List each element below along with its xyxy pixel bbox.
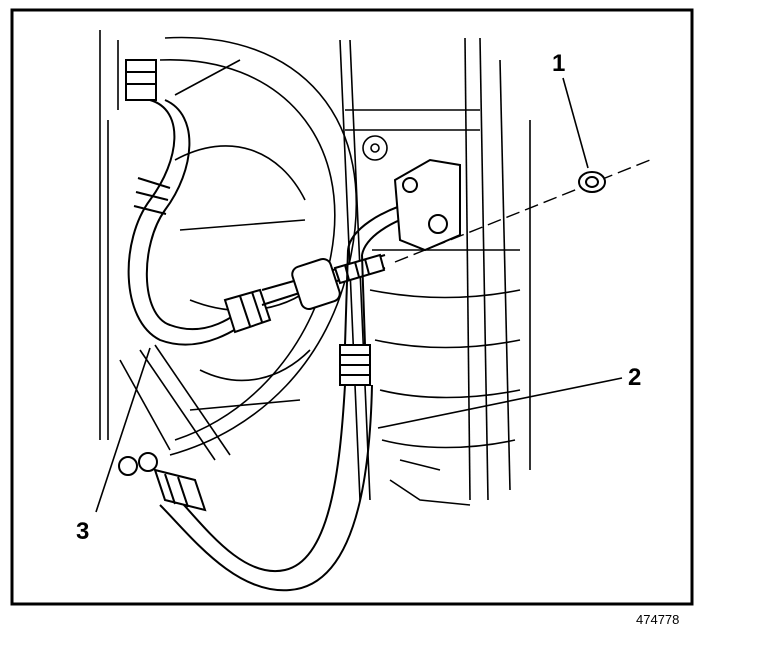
hose-3 bbox=[125, 59, 272, 346]
background-assembly bbox=[99, 30, 531, 506]
callout-2: 2 bbox=[628, 364, 642, 391]
figure-frame bbox=[10, 8, 694, 606]
leader-line-3 bbox=[95, 347, 151, 513]
leader-line-1 bbox=[562, 77, 589, 169]
callout-3: 3 bbox=[76, 518, 90, 545]
nut bbox=[578, 171, 606, 193]
bracket-fitting bbox=[393, 158, 461, 252]
figure-number: 474778 bbox=[636, 612, 680, 627]
callout-1: 1 bbox=[552, 50, 566, 77]
leader-line-2 bbox=[377, 377, 623, 429]
hose-2 bbox=[118, 199, 426, 592]
